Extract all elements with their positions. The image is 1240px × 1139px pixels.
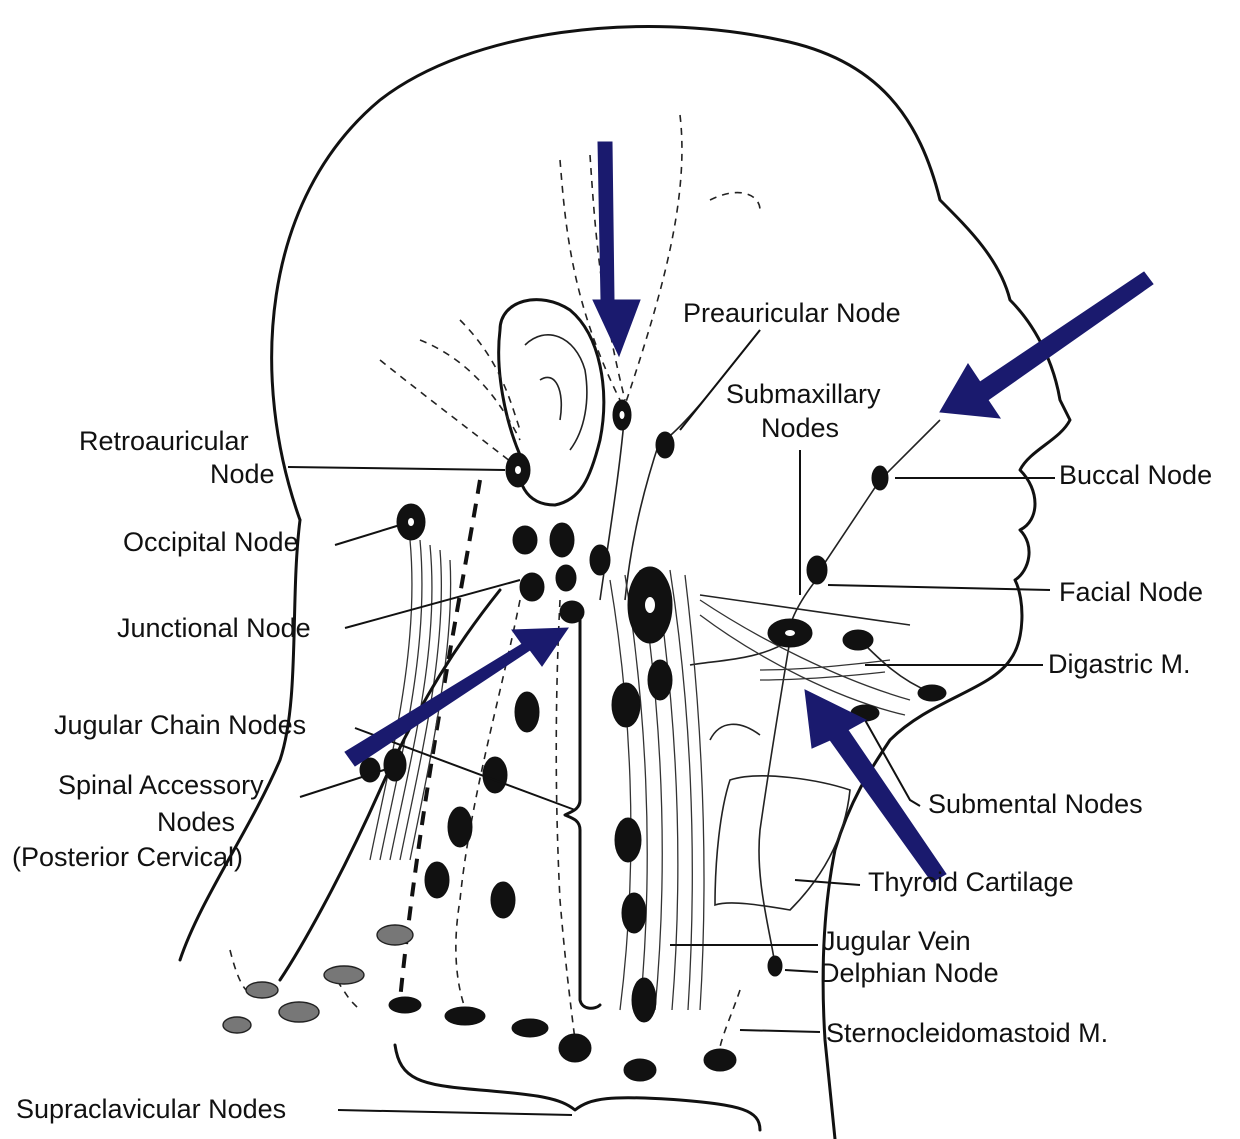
label-junctional: Junctional Node [117, 613, 311, 643]
label-sternocleidomastoid: Sternocleidomastoid M. [826, 1018, 1108, 1048]
node-junctional-1 [550, 523, 574, 557]
label-facial: Facial Node [1059, 577, 1203, 607]
label-spinal-accessory-line1: Spinal Accessory [58, 770, 264, 800]
label-digastric: Digastric M. [1048, 649, 1191, 679]
node-jugular-3 [515, 692, 539, 732]
label-submaxillary-line1: Submaxillary [726, 379, 881, 409]
label-submental: Submental Nodes [928, 789, 1143, 819]
node-occipital-2 [513, 526, 537, 554]
node-jugular-6 [448, 807, 472, 847]
node-submaxillary-2 [843, 630, 873, 650]
node-junctional-5 [560, 601, 584, 623]
node-jugular-9 [491, 882, 515, 918]
structure-lines [280, 590, 760, 1130]
node-supraclav-4 [624, 1059, 656, 1081]
label-jugular-vein: Jugular Vein [822, 926, 971, 956]
node-jugular-5 [615, 818, 641, 862]
node-supraclav-1 [445, 1007, 485, 1025]
node-buccal [872, 466, 888, 490]
node-spinal-1 [384, 749, 406, 781]
node-jugular-2 [612, 683, 640, 727]
node-junctional-3 [556, 565, 576, 591]
label-jugular-chain: Jugular Chain Nodes [54, 710, 306, 740]
hatched-nodes [223, 925, 413, 1033]
node-submental-2 [918, 685, 946, 701]
node-preauricular-2 [656, 432, 674, 458]
node-jugular-10 [632, 978, 656, 1022]
node-jugular-7 [425, 862, 449, 898]
node-spinal-2 [360, 758, 380, 782]
label-buccal: Buccal Node [1059, 460, 1212, 490]
node-facial [807, 556, 827, 584]
label-occipital: Occipital Node [123, 527, 299, 557]
label-spinal-accessory-line2: Nodes [157, 807, 235, 837]
label-preauricular: Preauricular Node [683, 298, 901, 328]
node-supraclav-2 [512, 1019, 548, 1037]
lymph-vessels [230, 115, 940, 1060]
node-supraclav-5 [704, 1049, 736, 1071]
arrow-cheek [940, 272, 1153, 418]
node-supraclav-3 [559, 1034, 591, 1062]
arrow-down [593, 142, 640, 356]
node-jugular-1 [648, 660, 672, 700]
node-jugular-4 [483, 757, 507, 793]
node-junctional-2 [590, 545, 610, 575]
node-supraclav-6 [389, 997, 421, 1013]
highlight-arrows [345, 142, 1153, 882]
node-delphian [768, 956, 782, 976]
node-jugular-8 [622, 893, 646, 933]
label-delphian: Delphian Node [820, 958, 999, 988]
node-junctional-4 [520, 573, 544, 601]
label-retroauricular-line1: Retroauricular [79, 426, 249, 456]
label-thyroid: Thyroid Cartilage [868, 867, 1074, 897]
label-supraclavicular: Supraclavicular Nodes [16, 1094, 286, 1124]
label-spinal-accessory-line3: (Posterior Cervical) [12, 842, 243, 872]
label-retroauricular-line2: Node [210, 459, 275, 489]
label-submaxillary-line2: Nodes [761, 413, 839, 443]
